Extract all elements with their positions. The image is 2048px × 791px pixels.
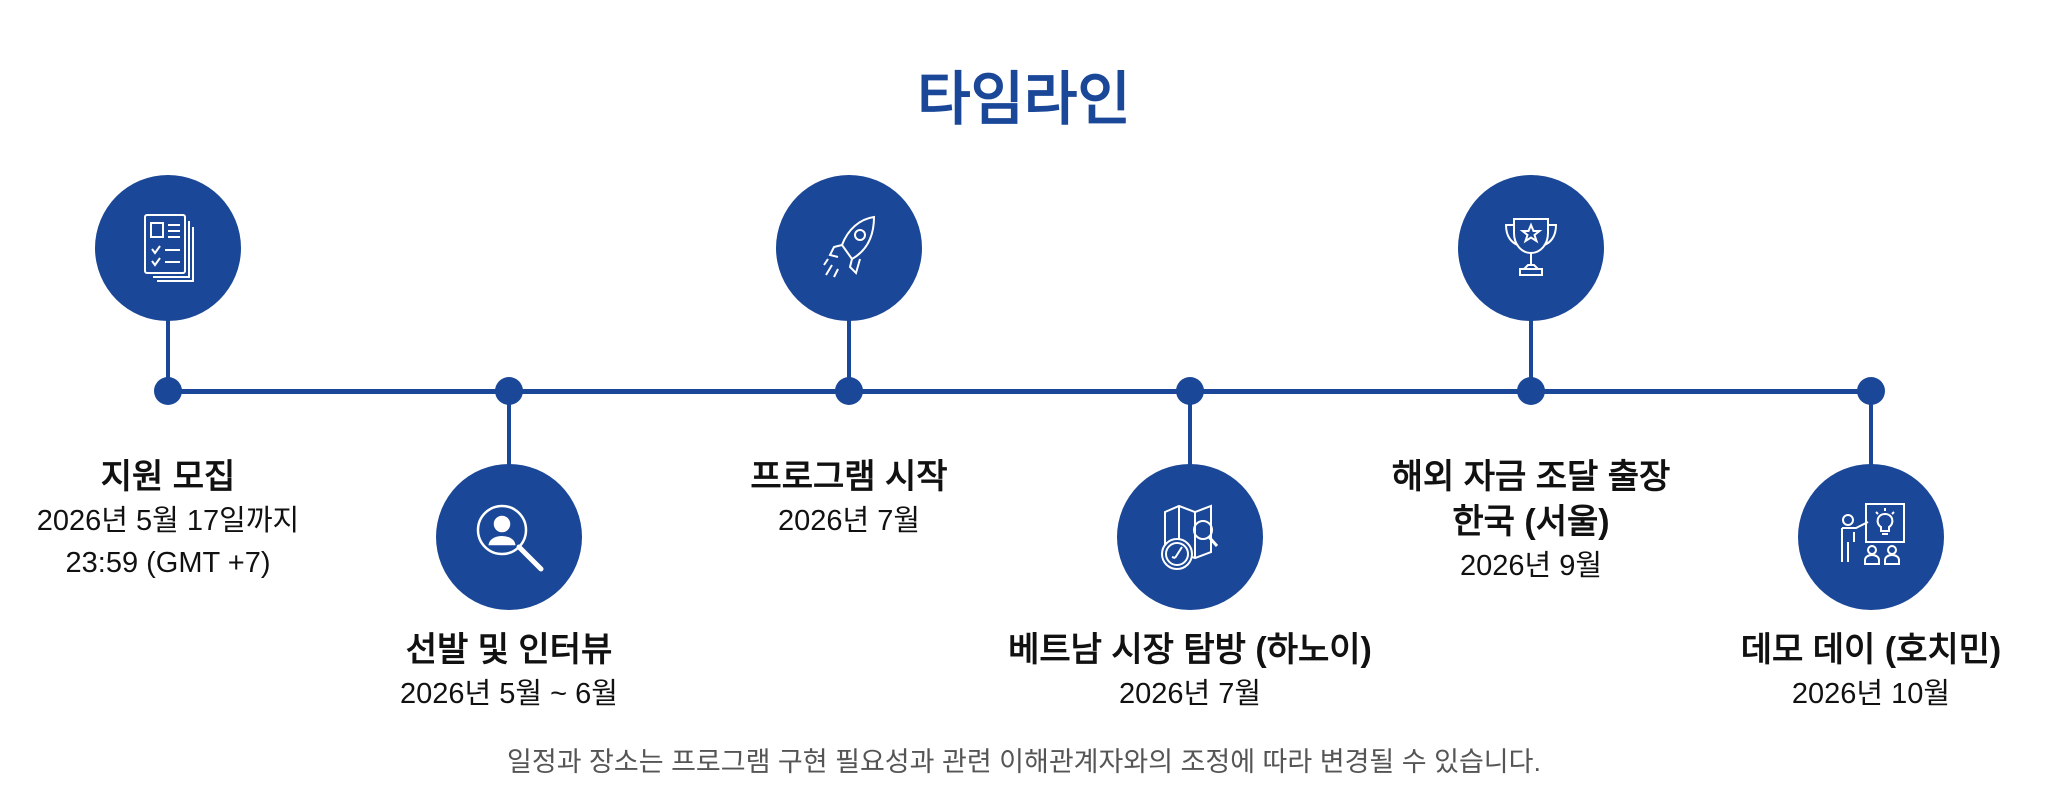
milestone-selection: 선발 및 인터뷰 2026년 5월 ~ 6월 [279, 628, 739, 715]
milestone-fundraising-trip: 해외 자금 조달 출장 한국 (서울) 2026년 9월 [1301, 455, 1761, 587]
milestone-demo-day: 데모 데이 (호치민) 2026년 10월 [1641, 628, 2048, 715]
trophy-icon [1458, 175, 1604, 321]
milestone-title: 해외 자금 조달 출장 [1391, 458, 1671, 496]
footnote: 일정과 장소는 프로그램 구현 필요성과 관련 이해관계자와의 조정에 따라 변… [507, 747, 1541, 777]
milestone-title: 선발 및 인터뷰 [405, 631, 613, 669]
milestone-application: 지원 모집 2026년 5월 17일까지 23:59 (GMT +7) [0, 455, 398, 584]
milestone-title: 베트남 시장 탐방 (하노이) [1008, 631, 1372, 669]
connector [1869, 392, 1873, 467]
map-compass-icon [1117, 464, 1263, 610]
milestone-vietnam-tour: 베트남 시장 탐방 (하노이) 2026년 7월 [960, 628, 1420, 715]
milestone-date: 2026년 5월 17일까지 [36, 505, 300, 537]
presentation-icon [1798, 464, 1944, 610]
timeline-axis [168, 389, 1871, 394]
connector [1529, 300, 1533, 390]
milestone-date: 2026년 5월 ~ 6월 [400, 678, 618, 710]
milestone-date: 2026년 9월 [1459, 550, 1603, 582]
page-title: 타임라인 [917, 67, 1131, 132]
milestone-location: 한국 (서울) [1452, 503, 1610, 541]
milestone-title: 데모 데이 (호치민) [1740, 631, 2002, 669]
milestone-date: 2026년 7월 [777, 505, 921, 537]
milestone-date: 2026년 7월 [1118, 678, 1262, 710]
milestone-program-start: 프로그램 시작 2026년 7월 [619, 455, 1079, 542]
connector [507, 392, 511, 467]
connector [847, 300, 851, 390]
milestone-title: 프로그램 시작 [750, 458, 948, 496]
milestone-time: 23:59 (GMT +7) [65, 547, 271, 579]
milestone-date: 2026년 10월 [1791, 678, 1951, 710]
milestone-title: 지원 모집 [100, 458, 236, 496]
candidate-search-icon [436, 464, 582, 610]
rocket-icon [776, 175, 922, 321]
connector [166, 300, 170, 390]
connector [1188, 392, 1192, 467]
application-form-icon [95, 175, 241, 321]
